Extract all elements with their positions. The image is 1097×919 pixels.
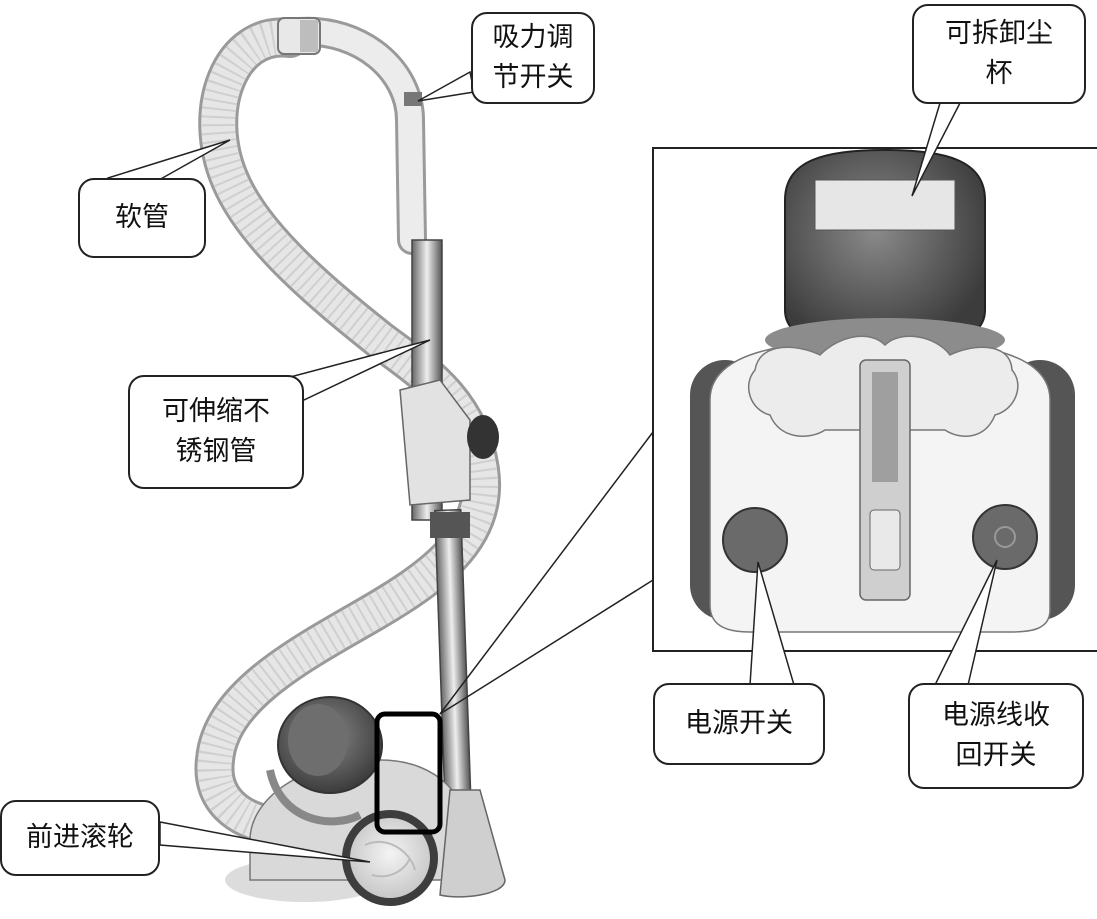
label-dust-cup: 可拆卸尘 杯 (912, 4, 1086, 104)
label-front-wheel: 前进滚轮 (0, 800, 160, 876)
label-power-switch: 电源开关 (653, 683, 825, 765)
label-hose: 软管 (78, 178, 206, 258)
label-suction-switch: 吸力调 节开关 (471, 12, 595, 104)
power-switch-button (723, 508, 787, 572)
label-telescopic-tube: 可伸缩不 锈钢管 (128, 375, 304, 489)
cord-rewind-button (973, 505, 1037, 569)
label-cord-rewind-switch: 电源线收 回开关 (908, 683, 1084, 789)
